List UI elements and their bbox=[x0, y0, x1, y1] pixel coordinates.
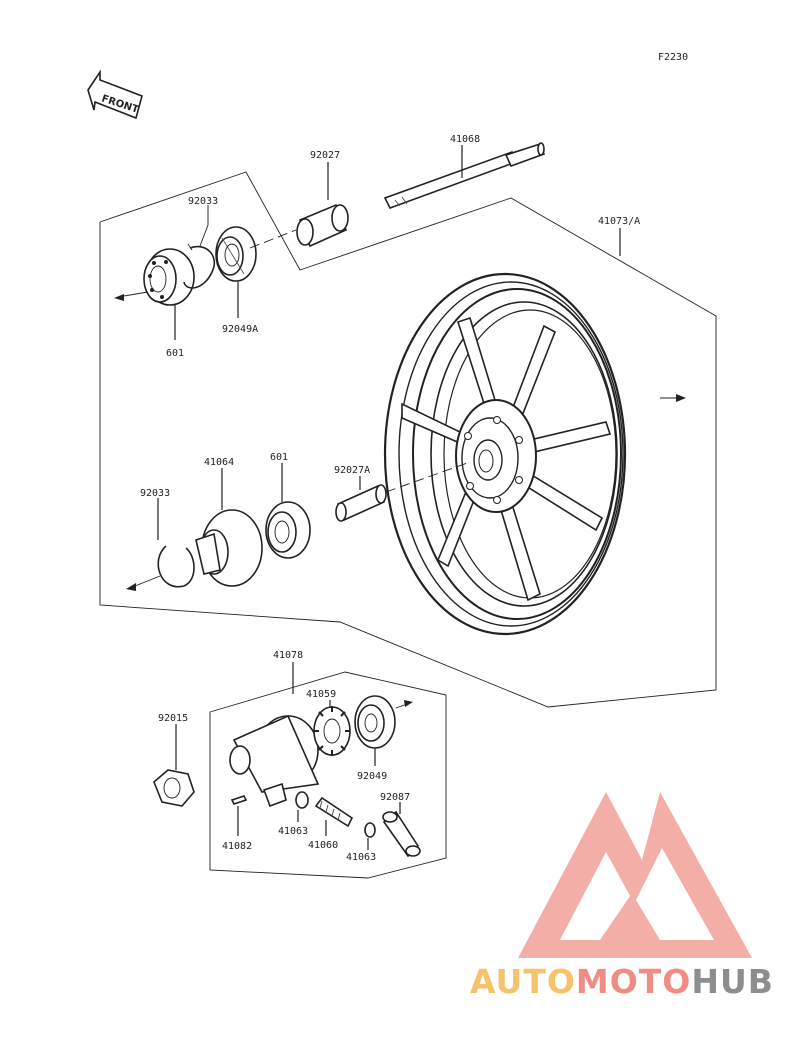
bushing-92087 bbox=[382, 810, 421, 858]
pinion-shaft-41060 bbox=[314, 796, 354, 828]
label-41059: 41059 bbox=[306, 689, 336, 700]
label-92015: 92015 bbox=[158, 713, 188, 724]
collar-92027 bbox=[296, 203, 349, 248]
washer-41063-a bbox=[295, 791, 309, 809]
wheel-group-outline bbox=[99, 171, 717, 708]
nut-92015 bbox=[153, 769, 195, 807]
label-92049A: 92049A bbox=[222, 324, 258, 335]
bearing-601-mid bbox=[265, 501, 311, 559]
label-92033-mid: 92033 bbox=[140, 488, 170, 499]
label-41078: 41078 bbox=[273, 650, 303, 661]
circlip-92033-top bbox=[183, 243, 215, 289]
collar-92027A bbox=[335, 484, 387, 522]
washer-41063-b bbox=[364, 822, 376, 838]
label-92087: 92087 bbox=[380, 792, 410, 803]
label-41063-b: 41063 bbox=[346, 852, 376, 863]
label-41060: 41060 bbox=[308, 840, 338, 851]
brand-auto: AUTO bbox=[470, 962, 576, 1001]
label-92049: 92049 bbox=[357, 771, 387, 782]
figure-code: F2230 bbox=[658, 52, 688, 63]
label-92027A: 92027A bbox=[334, 465, 370, 476]
gear-41059 bbox=[313, 706, 351, 756]
axle-41068 bbox=[383, 142, 546, 209]
label-41073A: 41073/A bbox=[598, 216, 640, 227]
brand-hub: HUB bbox=[691, 962, 774, 1001]
pin-41082 bbox=[230, 795, 248, 805]
wheel-rim-41073A bbox=[383, 272, 627, 636]
label-41068: 41068 bbox=[450, 134, 480, 145]
label-41064: 41064 bbox=[204, 457, 234, 468]
front-arrow-icon: FRONT bbox=[87, 69, 143, 120]
circlip-92033-mid bbox=[157, 545, 195, 588]
label-92033-top: 92033 bbox=[188, 196, 218, 207]
label-92027: 92027 bbox=[310, 150, 340, 161]
seal-92049 bbox=[354, 695, 396, 749]
label-601-mid: 601 bbox=[270, 452, 288, 463]
watermark-logo-icon bbox=[518, 792, 752, 958]
seal-92049A bbox=[215, 226, 257, 282]
bearing-601-top bbox=[143, 248, 195, 306]
label-41082: 41082 bbox=[222, 841, 252, 852]
gearbox-housing-41078 bbox=[229, 714, 320, 808]
watermark-brand-text: AUTOMOTOHUB bbox=[470, 962, 774, 1001]
label-601-top: 601 bbox=[166, 348, 184, 359]
brand-moto: MOTO bbox=[575, 962, 692, 1001]
cover-41064 bbox=[195, 509, 263, 587]
speedo-group-outline bbox=[209, 671, 447, 879]
label-41063-a: 41063 bbox=[278, 826, 308, 837]
